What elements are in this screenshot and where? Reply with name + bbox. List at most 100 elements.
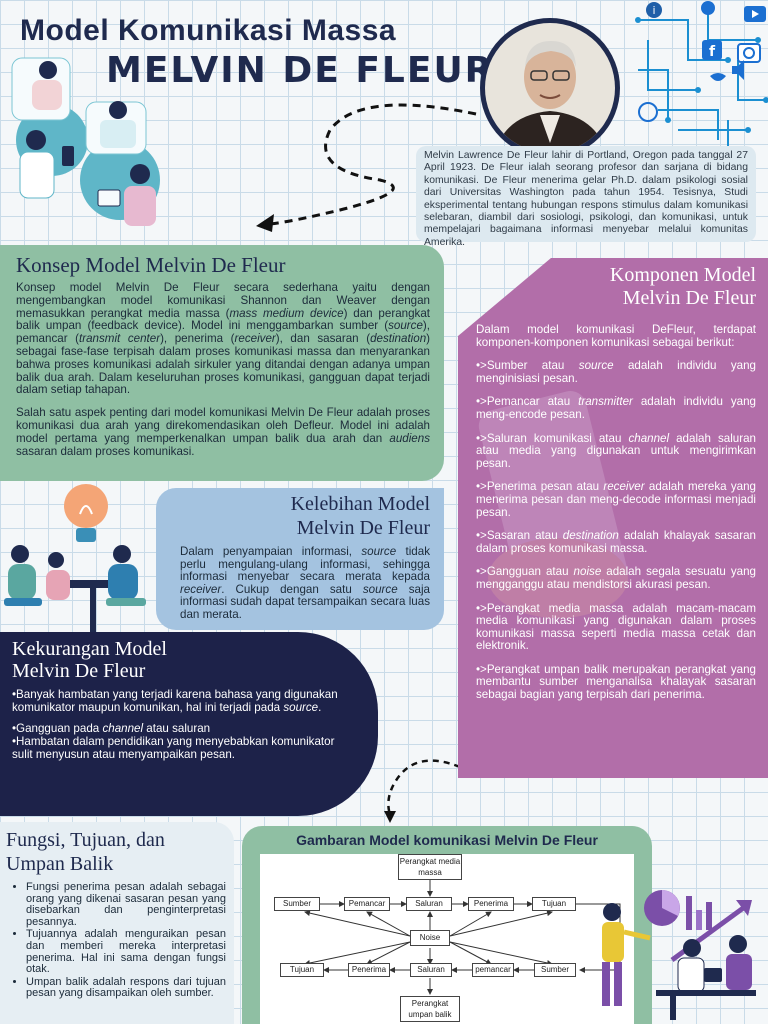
kelebihan-title-line1: Kelebihan Model <box>290 493 430 515</box>
node-sumber-bottom: Sumber <box>534 963 576 977</box>
komponen-item: •>Pemancar atau transmitter adalah indiv… <box>476 396 756 421</box>
kekurangan-item-text: •Gangguan pada <box>12 722 103 735</box>
konsep-p1-text-4: ), penerima ( <box>160 332 235 346</box>
komponen-item: •>Sumber atau source adalah individu yan… <box>476 359 757 385</box>
people-devices-illustration <box>11 57 160 226</box>
kelebihan-text-1: Dalam penyampaian informasi, <box>180 545 362 558</box>
kekurangan-body: •Banyak hambatan yang terjadi karena bah… <box>12 688 342 761</box>
diagram-panel: Gambaran Model komunikasi Melvin De Fleu… <box>242 826 652 1024</box>
kekurangan-title: Kekurangan Model Melvin De Fleur <box>12 638 364 682</box>
communication-model-diagram: Perangkat media massa Sumber Pemancar Sa… <box>260 854 634 1024</box>
node-saluran-top: Saluran <box>406 897 452 911</box>
node-noise: Noise <box>410 930 450 946</box>
lightbulb-icon <box>64 484 108 542</box>
komponen-item: •>Penerima pesan atau receiver adalah me… <box>476 481 756 519</box>
node-penerima-bottom: Penerima <box>348 963 390 977</box>
komponen-title-line1: Komponen Model <box>609 264 756 286</box>
komponen-item-text: adalah segala sesuatu yang mengganggu at… <box>476 565 756 591</box>
komponen-item: •>Perangkat umpan balik merupakan perang… <box>476 663 756 702</box>
komponen-item-text: adalah individu yang meng-encode pesan. <box>476 395 756 421</box>
youtube-play-glyph <box>752 10 759 18</box>
komponen-item-term: channel <box>628 431 670 445</box>
kelebihan-title-line2: Melvin De Fleur <box>296 517 430 539</box>
kelebihan-italic-2: receiver <box>180 582 222 596</box>
konsep-p1-italic-5: destination <box>370 332 427 346</box>
fungsi-list: Fungsi penerima pesan adalah sebagai ora… <box>6 881 226 1000</box>
komponen-item-text: adalah khalayak sasaran dalam proses kom… <box>476 529 756 555</box>
konsep-p1-text-1: Konsep model Melvin De Fleur secara sede… <box>16 281 430 320</box>
node-media-massa: Perangkat media massa <box>398 854 462 880</box>
kekurangan-item-text: •Banyak hambatan yang terjadi karena bah… <box>12 688 338 714</box>
wifi-icon <box>638 102 658 122</box>
camera-icon-lens <box>743 47 755 59</box>
node-tujuan-top: Tujuan <box>532 897 576 911</box>
komponen-item-text: •>Saluran komunikasi atau <box>476 431 629 445</box>
komponen-item-text: adalah mereka yang menerima pesan dan me… <box>476 480 757 519</box>
list-item: Tujuannya adalah menguraikan pesan dan m… <box>26 929 226 975</box>
kelebihan-body: Dalam penyampaian informasi, source tida… <box>170 545 430 622</box>
dashed-arrow-top <box>256 103 477 232</box>
komponen-item-text: •>Perangkat media massa adalah macam-mac… <box>476 601 756 653</box>
konsep-p1-italic-3: transmit center <box>79 332 161 346</box>
info-icon-glyph: i <box>652 4 655 17</box>
konsep-p2-italic-1: audiens <box>389 431 430 445</box>
page-title: Model Komunikasi Massa <box>20 14 397 47</box>
presentation-illustration <box>602 890 756 1020</box>
komponen-item-term: transmitter <box>578 395 633 409</box>
kekurangan-item-term: source <box>283 701 319 714</box>
kelebihan-italic-1: source <box>361 545 397 558</box>
node-saluran-bottom: Saluran <box>410 963 452 977</box>
dashed-arrow-bottom <box>384 759 461 823</box>
kelebihan-text-3: . Cukup dengan satu <box>221 582 363 596</box>
kelebihan-title: Kelebihan Model Melvin De Fleur <box>170 492 430 540</box>
konsep-title: Konsep Model Melvin De Fleur <box>16 253 286 277</box>
node-pemancar-top: Pemancar <box>344 897 390 911</box>
komponen-title: Komponen Model Melvin De Fleur <box>610 264 756 310</box>
komponen-item-text: adalah individu yang menginisiasi pesan. <box>476 359 757 385</box>
komponen-item-text: •>Penerima pesan atau <box>476 480 604 494</box>
pinterest-icon <box>701 1 715 15</box>
list-item: Fungsi penerima pesan adalah sebagai ora… <box>26 881 226 928</box>
kekurangan-item: •Banyak hambatan yang terjadi karena bah… <box>12 688 342 714</box>
komponen-item: •>Sasaran atau destination adalah khalay… <box>476 529 756 555</box>
konsep-p2-text-1: Salah satu aspek penting dari model komu… <box>16 406 430 445</box>
komponen-intro: Dalam model komunikasi DeFleur, terdapat… <box>476 323 756 349</box>
komponen-item-text: •>Pemancar atau <box>476 395 579 409</box>
social-media-network-graphic: i f <box>635 1 768 148</box>
twitter-icon <box>710 73 726 81</box>
konsep-p1-text-6: ) sebagai fase-fase terpisah dalam prose… <box>16 332 431 397</box>
list-item: Umpan balik adalah respons dari tujuan p… <box>26 976 226 1000</box>
kelebihan-text-4: saja informasi sudah dapat tersampaikan … <box>180 582 430 621</box>
konsep-p1-italic-1: mass medium device <box>229 306 344 320</box>
konsep-p1-text-5: ), dan sasaran ( <box>275 332 371 346</box>
kekurangan-title-line2: Melvin De Fleur <box>12 660 146 682</box>
node-tujuan-bottom: Tujuan <box>280 963 324 977</box>
node-penerima-top: Penerima <box>468 897 514 911</box>
komponen-title-line2: Melvin De Fleur <box>622 287 756 309</box>
kekurangan-item: •Gangguan pada channel atau saluran <box>12 722 342 735</box>
komponen-item: •>Perangkat media massa adalah macam-mac… <box>476 601 756 653</box>
komponen-item-term: receiver <box>603 480 645 494</box>
phone-hand-watermark <box>478 391 628 618</box>
komponen-item-term: noise <box>573 565 602 579</box>
komponen-item-term: source <box>578 359 614 373</box>
fungsi-title-line2: Umpan Balik <box>6 853 114 875</box>
konsep-panel: Konsep Model Melvin De Fleur Konsep mode… <box>0 245 444 481</box>
konsep-p1-text-2: ) dan perangkat balik umpan (feedback de… <box>16 306 431 333</box>
konsep-p2-text-2: sasaran dalam proses komunikasi. <box>16 444 195 458</box>
kelebihan-italic-3: source <box>362 582 398 596</box>
konsep-p1-italic-2: source <box>388 319 423 333</box>
komponen-item-text: adalah saluran atau media yang digunakan… <box>476 431 756 470</box>
fungsi-title: Fungsi, Tujuan, dan Umpan Balik <box>6 828 226 876</box>
kelebihan-panel: Kelebihan Model Melvin De Fleur Dalam pe… <box>156 488 444 630</box>
komponen-item: •>Saluran komunikasi atau channel adalah… <box>476 431 756 471</box>
komponen-item-text: •>Sasaran atau <box>476 529 563 543</box>
kekurangan-panel: Kekurangan Model Melvin De Fleur •Banyak… <box>0 632 378 816</box>
node-umpan-balik: Perangkat umpan balik <box>400 996 460 1022</box>
bio-text: Melvin Lawrence De Fleur lahir di Portla… <box>416 146 756 248</box>
node-pemancar-bottom: pemancar <box>472 963 514 977</box>
komponen-body: Dalam model komunikasi DeFleur, terdapat… <box>476 323 757 713</box>
portrait-photo <box>480 18 620 158</box>
kekurangan-item-text: . <box>318 701 322 714</box>
facebook-icon <box>702 40 722 60</box>
